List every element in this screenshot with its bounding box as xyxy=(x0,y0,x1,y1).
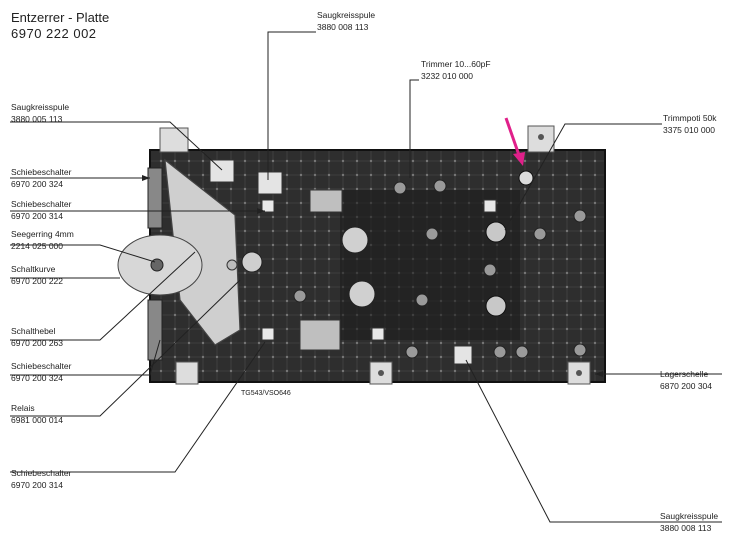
label-schiebeschalter-1: Schiebeschalter 6970 200 324 xyxy=(11,167,72,189)
mounting-hole xyxy=(576,370,582,376)
leader-arrowheads xyxy=(142,175,603,377)
trimmpoti-part xyxy=(485,295,507,317)
capacitor-row xyxy=(293,179,587,359)
slide-switch xyxy=(147,299,163,361)
label-schiebeschalter-3: Schiebeschalter 6970 200 324 xyxy=(11,361,72,383)
small-component xyxy=(483,199,497,213)
label-schalthebel: Schalthebel 6970 200 263 xyxy=(11,326,63,348)
small-component xyxy=(261,199,275,213)
marker-arrow xyxy=(504,117,522,159)
label-saugkreisspule-left: Saugkreisspule 3880 005 113 xyxy=(11,102,70,124)
small-component xyxy=(371,327,385,341)
label-saugkreisspule-bottom: Saugkreisspule 3880 008 113 xyxy=(660,511,719,533)
board-code: TG543/VSO646 xyxy=(241,390,291,397)
leader-lines xyxy=(10,31,722,523)
label-schaltkurve: Schaltkurve 6970 200 222 xyxy=(11,264,63,286)
saugkreisspule-part xyxy=(453,345,473,365)
shield-can xyxy=(299,319,341,351)
label-schiebeschalter-2: Schiebeschalter 6970 200 314 xyxy=(11,199,72,221)
mounting-hole xyxy=(378,370,384,376)
label-trimmpoti: Trimmpoti 50k 3375 010 000 xyxy=(663,113,717,135)
trimmer-part xyxy=(348,280,376,308)
trimmpoti-part xyxy=(518,170,534,186)
label-schiebeschalter-4: Schiebeschalter 6970 200 314 xyxy=(11,468,72,490)
slide-switch xyxy=(147,167,163,229)
small-component xyxy=(261,327,275,341)
marker-arrow-head xyxy=(513,152,525,166)
mounting-hole xyxy=(538,134,544,140)
label-lagerschelle: Lagerschelle 6870 200 304 xyxy=(660,369,712,391)
label-trimmer: Trimmer 10...60pF 3232 010 000 xyxy=(421,59,491,81)
mounting-tab xyxy=(175,361,199,385)
trimmpoti-part xyxy=(485,221,507,243)
label-saugkreisspule-top: Saugkreisspule 3880 008 113 xyxy=(317,10,376,32)
page-title: Entzerrer - Platte 6970 222 002 xyxy=(11,11,109,40)
saugkreisspule-part xyxy=(309,189,343,213)
trimmer-part xyxy=(341,226,369,254)
label-relais: Relais 6981 000 014 xyxy=(11,403,63,425)
title-line-1: Entzerrer - Platte xyxy=(11,10,110,25)
relais-part xyxy=(241,251,263,273)
label-seegerring: Seegerring 4mm 2214 025 000 xyxy=(11,229,74,251)
pivot-screw xyxy=(226,259,238,271)
mounting-tab xyxy=(159,127,189,153)
saugkreisspule-part xyxy=(257,171,283,195)
saugkreisspule-part xyxy=(209,159,235,183)
title-line-2: 6970 222 002 xyxy=(11,26,97,41)
